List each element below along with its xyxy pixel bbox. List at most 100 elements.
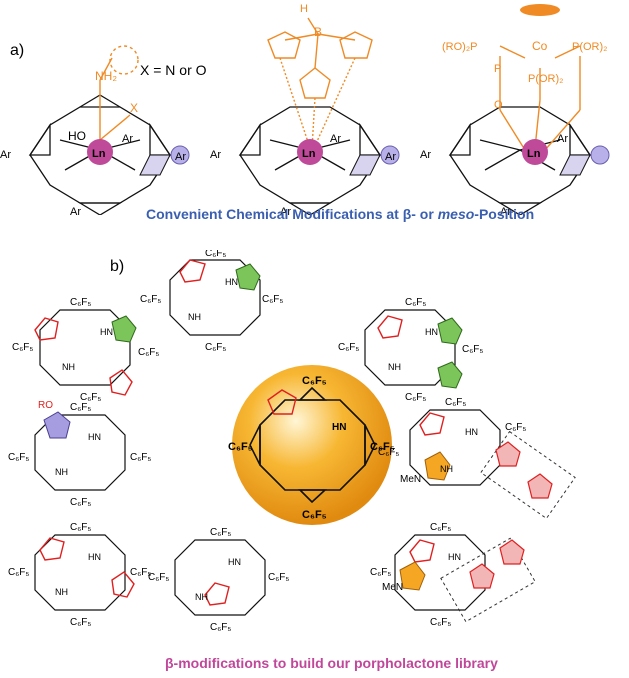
ar-bottom-3: Ar — [500, 206, 511, 215]
metal-sphere-3 — [522, 139, 548, 165]
hn-label: HN — [425, 327, 438, 337]
ligand-amino — [99, 45, 139, 141]
caption-panel-a: Convenient Chemical Modifications at β- … — [146, 206, 535, 222]
metal-label-2: Ln — [302, 148, 316, 160]
hn-label: HN — [448, 552, 461, 562]
pendant-lactones — [469, 441, 553, 589]
nh-label: NH — [55, 587, 68, 597]
ar-bottom-2: Ar — [280, 206, 291, 215]
c6f5-label: C₆F₅ — [12, 342, 33, 353]
structure-a1 — [28, 94, 190, 215]
c6f5-label: C₆F₅ — [80, 392, 101, 403]
c6f5-label: C₆F₅ — [370, 567, 391, 578]
c6f5-label: C₆F₅ — [205, 342, 226, 353]
ar-right-2: Ar — [385, 151, 396, 163]
panel-a-label: a) — [10, 42, 25, 59]
h-label: H — [300, 3, 308, 15]
c6f5-label: C₆F₅ — [262, 294, 283, 305]
hn-label: HN — [88, 552, 101, 562]
hn-label: HN — [88, 432, 101, 442]
orange-rings — [399, 451, 451, 591]
ro-label: RO — [38, 400, 53, 411]
c6f5-label: C₆F₅ — [70, 297, 91, 308]
por2-label-mid: P(OR)₂ — [528, 73, 563, 85]
hn-label: HN — [465, 427, 478, 437]
nh2-label: NH₂ — [95, 69, 117, 83]
men-label: MeN — [400, 474, 421, 485]
c6f5-label: C₆F₅ — [405, 392, 426, 403]
central-sphere — [232, 365, 392, 525]
structure-a3 — [448, 106, 610, 215]
nh-label: NH — [188, 312, 201, 322]
metal-label-1: Ln — [92, 148, 106, 160]
ar-bottom-1: Ar — [70, 206, 81, 215]
ar-right-1: Ar — [175, 151, 186, 163]
legend-x: X = N or O — [140, 62, 207, 78]
rop2-label: (RO)₂P — [442, 41, 477, 53]
c6f5-label: C₆F₅ — [430, 522, 451, 533]
p-label: P — [494, 63, 501, 75]
panel-b-diagram: C₆F₅ C₆F₅ C₆F₅ C₆F₅ C₆F₅ C₆F₅ C₆F₅ C₆F₅ … — [8, 250, 576, 633]
ar-label-1: Ar — [122, 133, 133, 145]
caption-panel-b: β-modifications to build our porpholacto… — [165, 655, 498, 671]
c6f5-label: C₆F₅ — [405, 297, 426, 308]
hn-label: HN — [228, 557, 241, 567]
metal-sphere-1 — [87, 139, 113, 165]
nh-label: NH — [55, 467, 68, 477]
c6f5-center-label: C₆F₅ — [228, 441, 253, 453]
c6f5-label: C₆F₅ — [8, 452, 29, 463]
panel-a-diagram: Ln Ln Ln HO NH₂ X X = N or O Ar Ar Ar Ar… — [0, 3, 610, 215]
lactone-rings — [34, 259, 445, 606]
c6f5-label: C₆F₅ — [338, 342, 359, 353]
c6f5-label: C₆F₅ — [268, 572, 289, 583]
o-label: O — [494, 99, 503, 111]
ar-left-3: Ar — [420, 149, 431, 161]
nh-label: NH — [440, 464, 453, 474]
ligand-scorpionate — [267, 17, 373, 149]
c6f5-label: C₆F₅ — [430, 617, 451, 628]
green-rings — [111, 263, 463, 389]
nh-label: NH — [195, 592, 208, 602]
c6f5-label: C₆F₅ — [70, 497, 91, 508]
ar-label-3: Ar — [557, 133, 568, 145]
metal-sphere-2 — [297, 139, 323, 165]
c6f5-label: C₆F₅ — [210, 622, 231, 633]
c6f5-label: C₆F₅ — [210, 527, 231, 538]
hn-label: HN — [225, 277, 238, 287]
ligand-klaui — [499, 4, 581, 151]
c6f5-label: C₆F₅ — [8, 567, 29, 578]
c6f5-label: C₆F₅ — [138, 347, 159, 358]
purple-ring — [43, 411, 71, 439]
c6f5-label: C₆F₅ — [70, 522, 91, 533]
ar-left-1: Ar — [0, 149, 11, 161]
structure-a2 — [238, 106, 400, 215]
x-label: X — [130, 101, 138, 115]
ar-left-2: Ar — [210, 149, 221, 161]
central-porpholactone — [249, 386, 376, 504]
hn-label: HN — [100, 327, 113, 337]
nh-label: NH — [62, 362, 75, 372]
c6f5-label: C₆F₅ — [130, 567, 151, 578]
c6f5-label: C₆F₅ — [70, 617, 91, 628]
men-label-2: MeN — [382, 582, 403, 593]
c6f5-label: C₆F₅ — [378, 447, 399, 458]
metal-label-3: Ln — [527, 148, 541, 160]
ho-label: HO — [68, 129, 86, 143]
hn-center-label: HN — [332, 422, 346, 433]
c6f5-center-label: C₆F₅ — [302, 375, 327, 387]
ar-label-2: Ar — [330, 133, 341, 145]
c6f5-label: C₆F₅ — [505, 422, 526, 433]
c6f5-label: C₆F₅ — [445, 397, 466, 408]
c6f5-label: C₆F₅ — [140, 294, 161, 305]
panel-b-label: b) — [110, 258, 125, 275]
c6f5-label: C₆F₅ — [462, 344, 483, 355]
b-label: B — [314, 25, 322, 39]
c6f5-center-label: C₆F₅ — [302, 509, 327, 521]
c6f5-center-label: C₆F₅ — [370, 441, 395, 453]
c6f5-label: C₆F₅ — [130, 452, 151, 463]
por2-label-right: P(OR)₂ — [572, 41, 607, 53]
c6f5-label: C₆F₅ — [205, 250, 226, 259]
c6f5-label: C₆F₅ — [70, 402, 91, 413]
c6f5-label: C₆F₅ — [148, 572, 169, 583]
nh-label: NH — [388, 362, 401, 372]
